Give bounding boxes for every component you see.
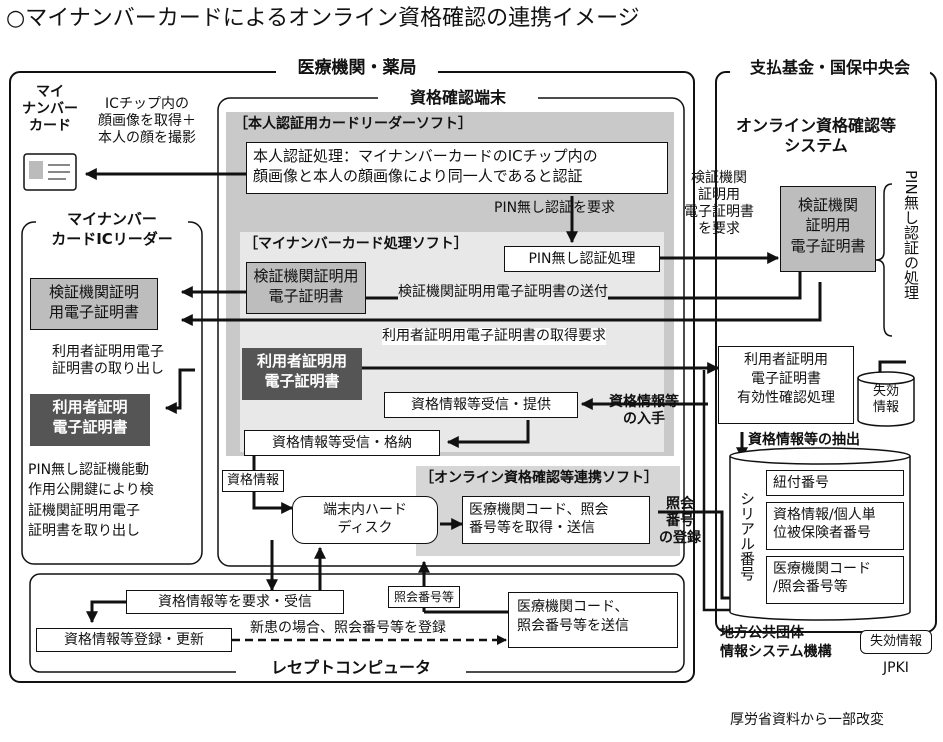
arrow-invalid	[878, 360, 906, 374]
jpki-name: JPKI	[883, 660, 909, 676]
db-row-code: 医療機関コード/照会番号等	[766, 556, 904, 604]
link-soft-label: ［オンライン資格確認等連携ソフト］	[420, 470, 658, 486]
card-label: マイナンバーカード	[22, 84, 78, 135]
reader-take-text: 利用者証明用電子証明書の取り出し	[52, 344, 164, 378]
auth-process-box: 本人認証処理：マイナンバーカードのICチップ内の顔画像と本人の顔画像により同一人…	[246, 142, 668, 194]
cert-send-text: 検証機関証明用電子証明書の送付	[398, 284, 608, 302]
pin-side-text: PIN無し認証の処理	[902, 170, 920, 300]
db-row-qual: 資格情報/個人単位被保険者番号	[766, 502, 904, 550]
card-soft-label: ［マイナンバーカード処理ソフト］	[244, 236, 468, 252]
reader-user-cert-box: 利用者証明電子証明書	[30, 394, 150, 446]
source-note: 厚労省資料から一部改変	[730, 712, 884, 728]
ref-register-text: 照会番号の登録	[659, 496, 701, 547]
system-cert-box: 検証機関証明用電子証明書	[780, 186, 876, 272]
auth-soft-label: ［本人認証用カードリーダーソフト］	[234, 116, 472, 132]
serial-text: シリアル番号	[738, 491, 756, 581]
arrow-to-register	[86, 600, 126, 624]
qual-entry-text: 資格情報等の入手	[609, 394, 679, 428]
card-soft-user-cert-box: 利用者証明用電子証明書	[242, 348, 362, 400]
arrow-user-cert-to-reader	[164, 368, 195, 414]
user-req-text: 利用者証明用電子証明書の取得要求	[382, 328, 606, 346]
invalid-db: 失効情報	[872, 384, 899, 415]
code-box: 医療機関コード、照会番号等を取得・送信	[462, 496, 650, 544]
system-req-text: 検証機関証明用電子証明書を要求	[684, 170, 754, 238]
receipt-register-box: 資格情報等登録・更新	[36, 628, 232, 652]
pin-request-text: PIN無し認証を要求	[494, 200, 616, 216]
page-title: ○マイナンバーカードによるオンライン資格確認の連携イメージ	[6, 6, 640, 31]
jpki-org: 地方公共団体情報システム機構	[720, 625, 832, 660]
receipt-request-box: 資格情報等を要求・受信	[126, 590, 344, 614]
arrow-user-req	[180, 282, 822, 326]
fund-label: 支払基金・国保中央会	[730, 54, 930, 82]
db-row-link: 紐付番号	[766, 470, 904, 496]
reader-label: マイナンバーカードICリーダー	[36, 210, 188, 249]
invalid-cylinder	[857, 378, 915, 427]
qual-recv-provide-box: 資格情報等受信・提供	[384, 392, 578, 418]
pin-process-box: PIN無し認証処理	[504, 246, 660, 272]
jpki-invalid-box: 失効情報	[860, 630, 932, 654]
medical-label: 医療機関・薬局	[276, 54, 438, 82]
receipt-send-box: 医療機関コード、照会番号等を送信	[508, 592, 678, 648]
ref-number-tag: 照会番号等	[388, 586, 460, 608]
qual-tag: 資格情報	[222, 470, 284, 492]
card-icon-photo	[29, 161, 43, 179]
pin-brace	[875, 183, 893, 337]
validity-box: 利用者証明用電子証明書有効性確認処理	[718, 346, 854, 424]
new-patient-text: 新患の場合、照会番号等を登録	[250, 620, 446, 636]
terminal-label: 資格確認端末	[378, 86, 538, 110]
receipt-label: レセプトコンピュータ	[236, 656, 466, 680]
arrow-qual-store	[446, 420, 530, 448]
reader-note: PIN無し認証機能動作用公開鍵により検証機関証明用電子証明書を取り出し	[28, 462, 154, 539]
disk-box: 端末内ハードディスク	[292, 496, 438, 544]
card-photo-text: ICチップ内の顔画像を取得＋本人の顔を撮影	[98, 96, 196, 147]
extract-text: 資格情報等の抽出	[748, 432, 860, 448]
system-title: オンライン資格確認等システム	[735, 116, 896, 155]
reader-cert-box: 検証機関証明用電子証明書	[30, 278, 158, 330]
qual-recv-store-box: 資格情報等受信・格納	[244, 430, 440, 456]
card-soft-cert-box: 検証機関証明用電子証明書	[246, 262, 366, 314]
